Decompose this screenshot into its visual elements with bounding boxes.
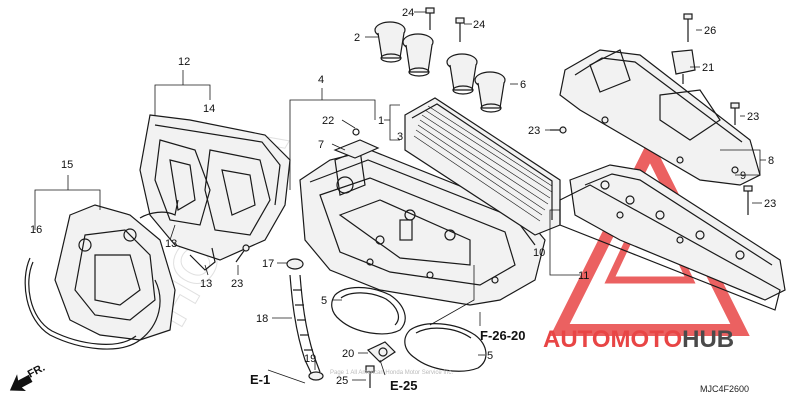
bolt-23b [730,102,740,125]
bolt-26 [683,13,693,42]
callout-13a: 13 [165,238,177,250]
air-cleaner-housing [299,149,546,306]
callout-18: 18 [256,313,268,325]
funnel-6a [446,53,478,95]
callout-24b: 24 [473,19,485,31]
callout-11: 11 [578,270,589,282]
sensor-21 [671,49,696,84]
callout-13b: 13 [200,278,212,290]
callout-23d: 23 [231,278,243,290]
sensor-20 [366,341,396,363]
watermark-logo: AUTOMOTOHUB [543,326,734,353]
callout-21: 21 [702,62,714,74]
callout-5b: 5 [487,350,493,362]
callout-6: 6 [520,79,526,91]
air-duct-left [54,204,176,341]
seal-gasket-5b [404,323,487,372]
callout-10: 10 [533,247,545,259]
watermark-part2: HUB [682,326,734,353]
screw-24b [455,17,465,42]
faint-copyright-text: Page 1 All American Honda Motor Service … [330,370,453,376]
bolt-25 [365,365,375,388]
bracket-7 [333,128,380,159]
front-label: FR. [26,362,47,381]
callout-24a: 24 [402,7,414,19]
duct-gasket [24,257,161,350]
hose-clamp-19 [308,371,324,381]
callout-7: 7 [318,139,324,151]
leader-lines [34,11,766,384]
clip-13a [139,199,179,219]
reference-labels: E-1 E-25 F-26-20 [250,328,526,393]
ref-e25: E-25 [390,378,417,393]
callout-22: 22 [322,115,334,127]
callout-4: 4 [318,74,324,86]
callout-15: 15 [61,159,73,171]
bolt-23c [743,185,753,215]
callout-23b: 23 [747,111,759,123]
ref-e1: E-1 [250,372,270,387]
callout-2: 2 [354,32,360,44]
callout-3: 3 [397,131,403,143]
callouts: 2 24 24 6 26 21 12 14 4 1 3 22 7 23 23 8… [30,7,776,387]
callout-23c: 23 [764,198,776,210]
bolt-23a [550,126,567,134]
seal-gasket-5a [331,286,406,335]
cover-gasket [559,184,781,311]
callout-16: 16 [30,224,42,236]
callout-14: 14 [203,103,215,115]
watermark-part1: AUTOMOTO [543,326,682,353]
clip-13b [189,247,216,271]
callout-25: 25 [336,375,348,387]
callout-17: 17 [262,258,274,270]
hose-clamp-17 [286,258,304,270]
callout-12: 12 [178,56,190,68]
air-cleaner-cover [559,49,761,186]
svg-text:AUTOMOTOHUB: AUTOMOTOHUB [543,326,734,353]
funnel-6b [474,71,506,113]
ref-f2620: F-26-20 [480,328,526,343]
callout-8: 8 [768,155,774,167]
callout-9: 9 [740,170,746,182]
air-filter-element [404,97,561,236]
callout-5a: 5 [321,295,327,307]
breather-hose [289,274,321,376]
lower-cover-plate [569,164,786,301]
bolt-23d [235,244,250,263]
callout-26: 26 [704,25,716,37]
screw-24a [425,7,435,30]
callout-1: 1 [378,115,384,127]
front-arrow-icon [9,374,33,392]
callout-20: 20 [342,348,354,360]
funnel-2a [374,21,406,63]
callout-23a: 23 [528,125,540,137]
funnel-2b [402,33,434,77]
callout-19: 19 [304,353,316,365]
duct-frame [139,114,291,261]
diagram-code: MJC4F2600 [700,384,749,394]
